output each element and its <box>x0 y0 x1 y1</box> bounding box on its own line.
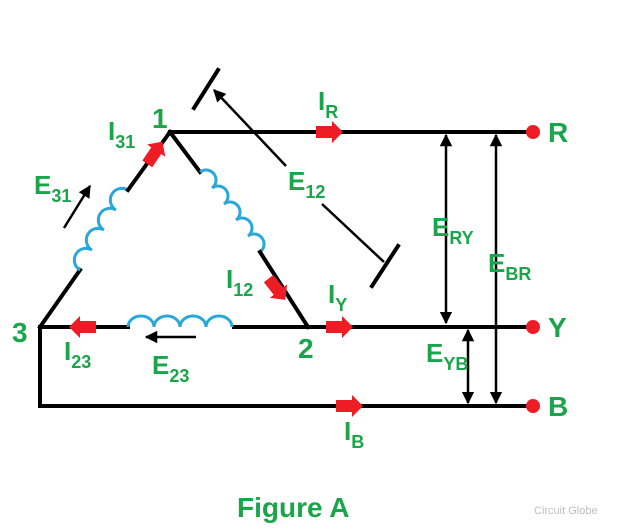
line-wires <box>38 130 534 408</box>
e12-arrow-upper <box>213 89 287 167</box>
terminal-r-dot <box>526 125 540 139</box>
terminal-b-label: B <box>548 391 568 422</box>
i31-arrow <box>142 141 166 168</box>
i12-arrow <box>263 274 288 300</box>
i23-label: I23 <box>64 336 91 372</box>
winding-31-coil <box>72 186 129 272</box>
terminals <box>526 125 540 413</box>
e31-arrow <box>62 184 92 229</box>
winding-12-coil <box>199 168 266 254</box>
i12-label: I12 <box>226 264 253 300</box>
i23-arrow <box>69 316 96 338</box>
terminal-r-label: R <box>548 117 568 148</box>
eyb-label: EYB <box>426 338 468 374</box>
winding-12-lead-top <box>167 129 203 175</box>
voltage-arrows <box>62 67 503 405</box>
iy-label: IY <box>328 279 347 315</box>
e12-end-bar-top <box>191 67 221 111</box>
e12-arrow-lower <box>321 203 385 263</box>
ir-arrow <box>316 121 343 143</box>
ebr-label: EBR <box>488 248 531 284</box>
winding-23-coil <box>126 314 234 328</box>
watermark: Circuit Globe <box>534 505 598 517</box>
e12-label: E12 <box>288 166 325 202</box>
delta-windings <box>37 129 311 330</box>
terminal-y-label: Y <box>548 312 567 343</box>
node-2-label: 2 <box>298 333 314 364</box>
ib-arrow <box>336 395 363 417</box>
terminal-y-dot <box>526 320 540 334</box>
e31-label: E31 <box>34 170 71 206</box>
e12-end-bar-bottom <box>369 243 401 289</box>
ery-label: ERY <box>432 212 474 248</box>
figure-caption: Figure A <box>237 492 350 523</box>
i31-label: I31 <box>108 116 135 152</box>
node-3-label: 3 <box>12 317 28 348</box>
current-arrows <box>69 121 363 417</box>
winding-31-lead-bottom <box>37 267 83 330</box>
ir-label: IR <box>318 86 338 122</box>
iy-arrow <box>326 316 353 338</box>
e23-label: E23 <box>152 350 189 386</box>
node-1-label: 1 <box>152 103 168 134</box>
ib-label: IB <box>344 416 364 452</box>
terminal-b-dot <box>526 399 540 413</box>
